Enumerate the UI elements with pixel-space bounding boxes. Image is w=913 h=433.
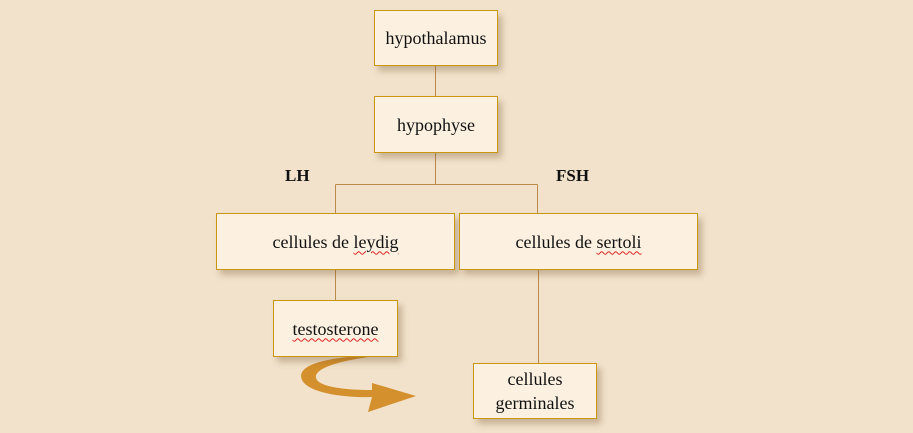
node-label: cellules de	[515, 231, 597, 252]
node-cellules-germinales: cellules germinales	[473, 363, 597, 419]
node-label: cellules	[507, 369, 563, 389]
node-label: hypothalamus	[385, 28, 487, 48]
label-fsh: FSH	[556, 166, 590, 185]
node-label: hypophyse	[397, 114, 475, 135]
node-hypophyse: hypophyse	[374, 96, 498, 153]
node-testosterone: testosterone	[273, 300, 398, 357]
node-sertoli: cellules de sertoli	[459, 213, 698, 270]
node-label: cellules de	[272, 231, 354, 252]
node-label: sertoli	[596, 231, 642, 252]
node-label: germinales	[495, 393, 575, 413]
node-leydig: cellules de leydig	[216, 213, 455, 270]
curved-arrow-icon	[301, 355, 416, 412]
label-lh: LH	[285, 166, 310, 185]
node-hypothalamus: hypothalamus	[374, 10, 498, 66]
node-label: leydig	[353, 231, 399, 252]
node-label: testosterone	[292, 318, 379, 339]
